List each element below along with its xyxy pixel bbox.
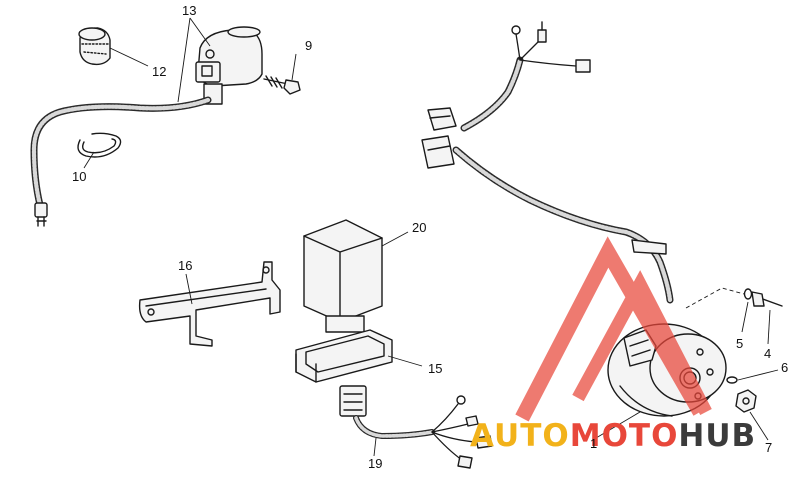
callout-10: 10 (72, 169, 86, 184)
part-16-bracket (138, 261, 281, 347)
watermark-text-auto: AUTO (470, 418, 570, 454)
callout-16: 16 (178, 258, 192, 273)
callout-15: 15 (428, 361, 442, 376)
part-6-washer (726, 376, 738, 384)
part-10-hose-clip (77, 132, 122, 158)
callout-6: 6 (781, 360, 788, 375)
callout-9: 9 (305, 38, 312, 53)
watermark-text-moto: MOTO (570, 418, 679, 454)
callout-12: 12 (152, 64, 166, 79)
watermark-triangle-inner (572, 270, 712, 415)
callout-20: 20 (412, 220, 426, 235)
watermark-text-hub: HUB (678, 418, 756, 454)
callout-19: 19 (368, 456, 382, 471)
part-12-spark-plug-cap (78, 27, 111, 66)
watermark-logo (515, 236, 712, 422)
ht-lead-cable (30, 96, 212, 227)
callout-1: 1 (590, 436, 597, 451)
part-7-nut (735, 389, 757, 413)
main-stator-harness (421, 21, 674, 304)
part-5-washer (743, 288, 753, 300)
part-13-ignition-coil (195, 26, 263, 105)
part-15-rubber-holder (295, 329, 393, 383)
watermark-text: AUTOMOTOHUB (470, 418, 756, 454)
part-9-bolt (263, 75, 301, 95)
assembly-line-4 (685, 287, 745, 309)
part-20-cdi-unit (303, 219, 383, 333)
leader-lines (83, 17, 779, 457)
callout-7: 7 (765, 440, 772, 455)
callout-4: 4 (764, 346, 771, 361)
callout-5: 5 (736, 336, 743, 351)
callout-13: 13 (182, 3, 196, 18)
watermark-triangle (515, 236, 707, 422)
part-4-screw (751, 291, 783, 307)
part-19-small-harness (339, 385, 493, 469)
